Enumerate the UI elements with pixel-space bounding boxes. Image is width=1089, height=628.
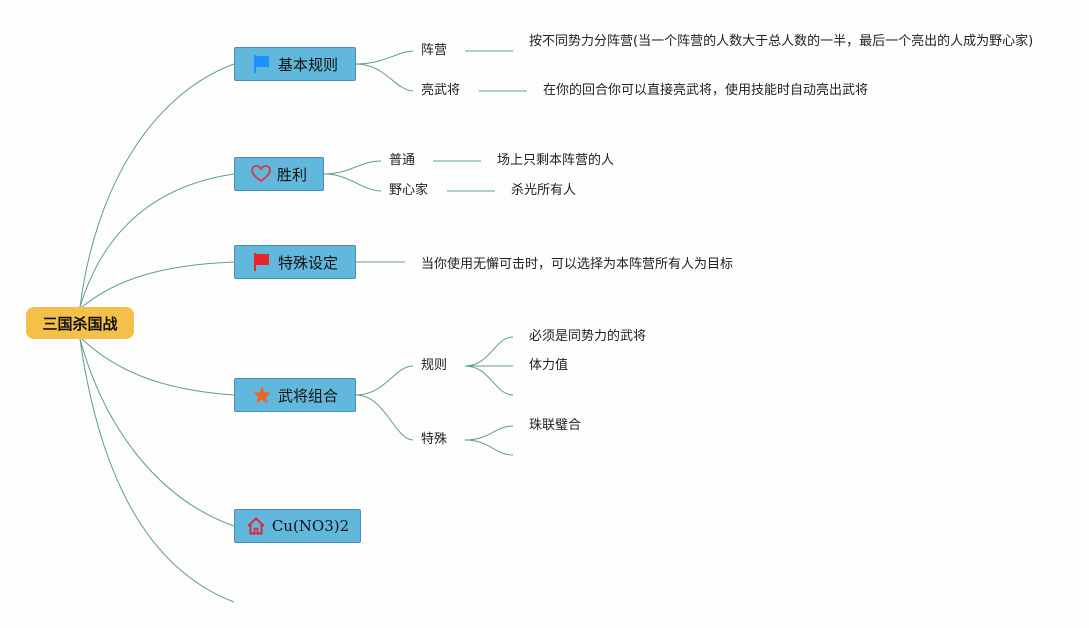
root-node[interactable]: 三国杀国战 <box>26 307 134 339</box>
topic-hp-value[interactable]: 体力值 <box>529 358 569 373</box>
branch-label: 武将组合 <box>277 386 338 405</box>
branch-basic-rules[interactable]: 基本规则 <box>234 47 356 81</box>
home-icon <box>246 516 266 536</box>
connector-line <box>81 338 235 396</box>
connector-line <box>79 63 235 308</box>
topic-combo-special[interactable]: 特殊 <box>421 432 448 447</box>
connector-line <box>79 173 235 308</box>
topic-reveal-detail[interactable]: 在你的回合你可以直接亮武将，使用技能时自动亮出武将 <box>543 83 869 98</box>
connector-line <box>355 63 414 92</box>
star-icon <box>252 385 272 405</box>
branch-general-combo[interactable]: 武将组合 <box>234 378 356 412</box>
flag-icon <box>252 54 272 74</box>
branch-victory[interactable]: 胜利 <box>234 157 324 191</box>
flag-icon <box>252 252 272 272</box>
connector-line <box>355 394 414 441</box>
topic-same-faction[interactable]: 必须是同势力的武将 <box>529 329 647 344</box>
connector-line <box>79 338 235 603</box>
topic-zhulian-bihe[interactable]: 珠联璧合 <box>529 418 582 433</box>
connector-line <box>79 338 235 527</box>
branch-label: 特殊设定 <box>277 253 338 272</box>
topic-reveal-general[interactable]: 亮武将 <box>421 83 461 98</box>
branch-special-settings[interactable]: 特殊设定 <box>234 245 356 279</box>
connector-line <box>464 439 514 456</box>
topic-combo-rule[interactable]: 规则 <box>421 358 448 373</box>
connector-line <box>323 160 382 175</box>
connector-line <box>355 365 414 396</box>
branch-cu-no3[interactable]: Cu(NO3)2 <box>234 509 361 543</box>
branch-label: Cu(NO3)2 <box>271 517 350 535</box>
connector-line <box>464 336 514 367</box>
connector-line <box>464 365 514 396</box>
topic-careerist-detail[interactable]: 杀光所有人 <box>511 183 577 198</box>
topic-camp-detail[interactable]: 按不同势力分阵营(当一个阵营的人数大于总人数的一半，最后一个亮出的人成为野心家) <box>529 34 1034 49</box>
connector-line <box>464 425 514 441</box>
topic-careerist[interactable]: 野心家 <box>389 183 429 198</box>
connector-line <box>355 50 414 65</box>
topic-special-detail[interactable]: 当你使用无懈可击时，可以选择为本阵营所有人为目标 <box>421 257 734 272</box>
branch-label: 胜利 <box>276 165 307 184</box>
root-label: 三国杀国战 <box>42 314 118 333</box>
heart-icon <box>251 164 271 184</box>
topic-normal-victory-detail[interactable]: 场上只剩本阵营的人 <box>497 153 615 168</box>
topic-normal-victory[interactable]: 普通 <box>389 153 416 168</box>
branch-label: 基本规则 <box>277 55 338 74</box>
topic-camp[interactable]: 阵营 <box>421 43 448 58</box>
connector-line <box>323 173 382 192</box>
connector-line <box>81 261 235 308</box>
